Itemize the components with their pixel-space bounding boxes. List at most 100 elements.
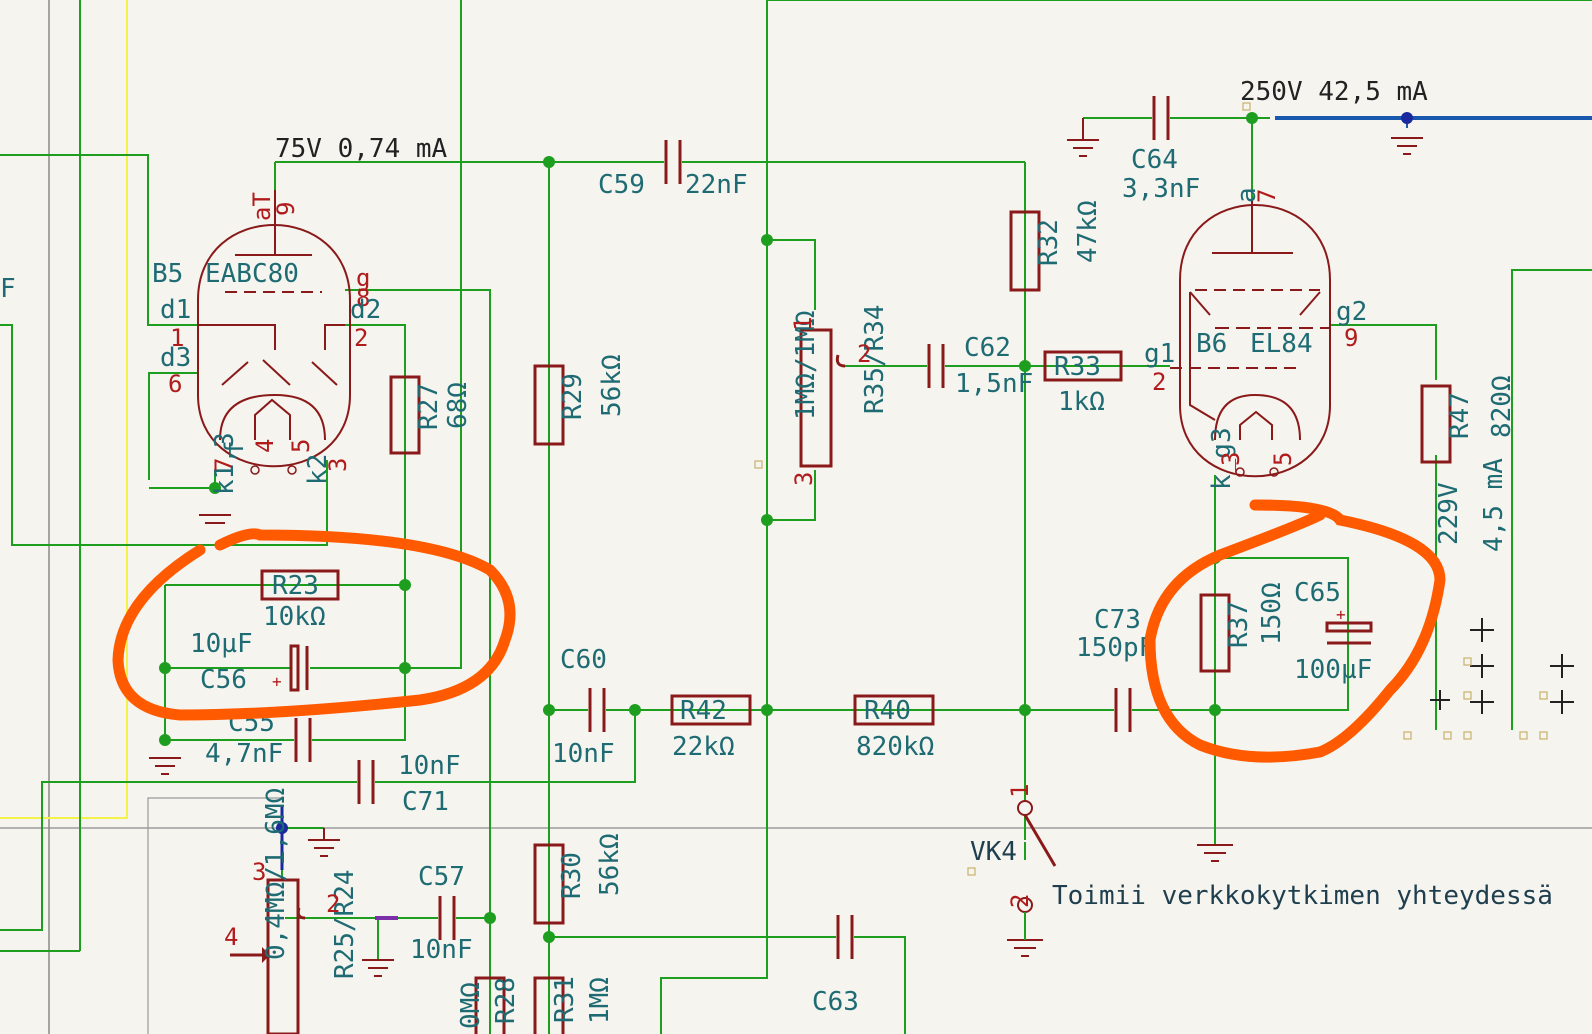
highlight-marks (112, 499, 1446, 763)
c73-ref: C73 (1094, 605, 1141, 635)
capacitor-c64: C64 3,3nF (1122, 96, 1200, 204)
r42-ref: R42 (680, 696, 727, 726)
pot2-pin-2: 2 (326, 890, 340, 918)
b6-pin-kg3: k_g3 (1207, 427, 1237, 490)
vk4-note: Toimii verkkokytkimen yhteydessä (1052, 881, 1553, 911)
c65-value: 100µF (1294, 655, 1372, 685)
ground-c57 (362, 959, 394, 977)
resistor-r47: R47 820Ω (1420, 375, 1517, 464)
b5-ref: B5 (152, 259, 183, 289)
c71-value: 10nF (398, 751, 461, 781)
r23-value: 10kΩ (263, 602, 326, 632)
r29-ref: R29 (558, 373, 588, 420)
c59-value: 22nF (685, 170, 748, 200)
b6-type: EL84 (1250, 329, 1313, 359)
c65-polarity: + (1336, 605, 1346, 624)
b5-pin-8: 8 (356, 284, 370, 312)
resistor-r33: R33 1kΩ (1043, 350, 1123, 417)
c65-ref: C65 (1294, 578, 1341, 608)
pot2-pin-3: 3 (252, 858, 266, 886)
b6-ref: B6 (1196, 329, 1227, 359)
ground-r37 (1197, 844, 1233, 862)
ground-k13 (199, 514, 231, 524)
b6-pin-2: 2 (1152, 368, 1166, 396)
vk4-pin-1: 1 (1006, 784, 1034, 798)
c60-ref: C60 (560, 645, 607, 675)
c64-ref: C64 (1131, 145, 1178, 175)
pot1-pin-1: 1 (789, 317, 817, 331)
pot2-pin-4: 4 (224, 923, 238, 951)
b6-pin-g1: g1 (1144, 339, 1175, 369)
net-label-b6-anode: 250V 42,5 mA (1240, 77, 1428, 107)
net-label-g2-voltage: 229V (1434, 482, 1464, 545)
c62-ref: C62 (964, 333, 1011, 363)
capacitor-c56: + 10µF C56 (190, 629, 310, 695)
b5-pin-9: 9 (272, 202, 300, 216)
resistor-r30: R30 56kΩ (533, 833, 625, 925)
r32-ref: R32 (1034, 219, 1064, 266)
tube-b6: a 7 B6 EL84 g1 2 g2 9 k_g3 3 5 (1144, 187, 1367, 490)
b5-pin-g: g (356, 264, 370, 292)
b6-pin-7: 7 (1253, 189, 1281, 203)
r42-value: 22kΩ (672, 732, 735, 762)
b6-pin-5: 5 (1269, 452, 1297, 466)
c56-value: 10µF (190, 629, 253, 659)
capacitor-c71: 10nF C71 (357, 751, 461, 817)
r23-ref: R23 (272, 571, 319, 601)
r40-value: 820kΩ (856, 732, 934, 762)
resistor-r23: R23 10kΩ (260, 569, 340, 632)
capacitor-c63: C63 (812, 915, 859, 1017)
c55-value: 4,7nF (205, 739, 283, 769)
highlight-r23-c56 (112, 528, 516, 721)
ground-pot2 (308, 828, 340, 857)
b5-pin-d2: d2 (350, 295, 381, 325)
ground-c64 (1067, 118, 1099, 157)
r33-value: 1kΩ (1058, 387, 1105, 417)
pot1-ref: R35/R34 (860, 304, 890, 414)
capacitor-c60: C60 10nF (552, 645, 615, 769)
r28-value: 0MΩ (456, 982, 486, 1029)
r28-ref: R28 (491, 977, 521, 1024)
b5-pin-at: aT (248, 192, 276, 221)
c60-value: 10nF (552, 739, 615, 769)
resistor-r32: R32 47kΩ (1009, 200, 1103, 292)
net-label-b5-anode: 75V 0,74 mA (275, 134, 448, 164)
junctions (159, 112, 1258, 943)
potentiometer-r35-r34: R35/R34 1MΩ/1MΩ 1 2 3 (789, 304, 890, 486)
pot2-value: 0,4MΩ/1,6MΩ (261, 788, 291, 960)
r37-value: 150Ω (1257, 582, 1287, 645)
switch-vk4: 1 2 VK4 Toimii verkkokytkimen yhteydessä (970, 784, 1553, 940)
b5-pin-3: 3 (324, 458, 352, 472)
r27-ref: R27 (414, 383, 444, 430)
b5-pin-1: 1 (170, 324, 184, 352)
edge-fragment: F (0, 274, 16, 304)
b5-pin-6: 6 (168, 370, 182, 398)
r47-value: 820Ω (1487, 375, 1517, 438)
resistor-r37: R37 150Ω (1199, 582, 1287, 673)
b5-pin-5: 5 (287, 439, 315, 453)
c63-ref: C63 (812, 987, 859, 1017)
vk4-ref: VK4 (970, 837, 1017, 867)
supply-bus (276, 112, 1592, 920)
r47-ref: R47 (1445, 392, 1475, 439)
resistor-r29: R29 56kΩ (533, 354, 627, 446)
ground-bus (1391, 137, 1423, 155)
net-labels: 75V 0,74 mA 250V 42,5 mA 229V 4,5 mA F (0, 77, 1509, 552)
b5-pin-f: f (220, 440, 250, 456)
b6-pin-3: 3 (1217, 452, 1245, 466)
b5-type: EABC80 (205, 259, 299, 289)
pot1-value: 1MΩ/1MΩ (791, 310, 821, 420)
b5-pin-k13: k1,3 (210, 432, 240, 495)
resistor-r42: R42 22kΩ (670, 694, 752, 762)
capacitor-c73: C73 150pF (1076, 605, 1154, 732)
r29-value: 56kΩ (597, 354, 627, 417)
tube-b5: aT 9 B5 EABC80 g 8 d1 1 d2 2 d3 6 k1,3 7… (152, 190, 381, 495)
highlight-r37-c65 (1144, 499, 1446, 763)
ground-vk4 (1007, 939, 1043, 957)
pot1-pin-2: 2 (857, 340, 871, 368)
connector-crosses (754, 102, 1574, 876)
capacitor-c57: C57 10nF (410, 862, 473, 965)
c73-value: 150pF (1076, 633, 1154, 663)
